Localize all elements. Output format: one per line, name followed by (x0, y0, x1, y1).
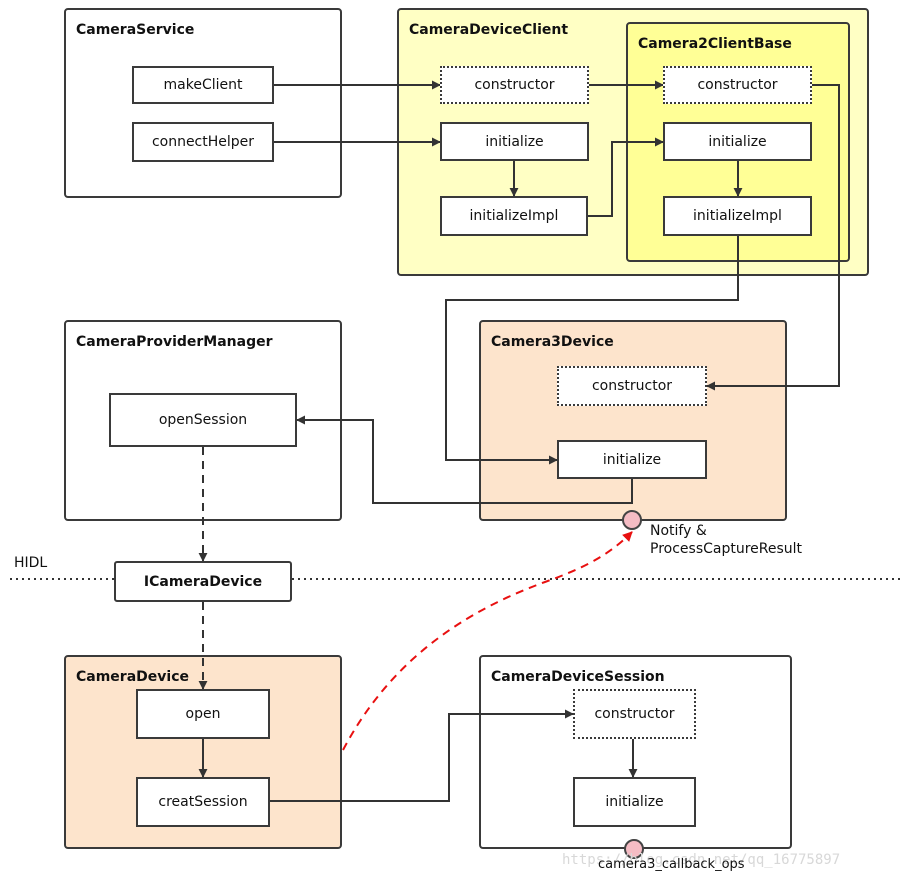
c2cb-initialize-impl-node: initializeImpl (663, 196, 812, 236)
notify-label-line1: Notify & (650, 523, 707, 539)
cds-constructor-node: constructor (573, 689, 696, 739)
edge-c2cb-constructor-to-c3d-constructor (706, 84, 840, 391)
open-session-node: openSession (109, 393, 297, 447)
icamera-device-node: ICameraDevice (114, 561, 292, 602)
callback-ops-label: camera3_callback_ops (598, 857, 745, 872)
open-node: open (136, 689, 270, 739)
c2cb-initialize-node: initialize (663, 122, 812, 161)
notify-label-line2: ProcessCaptureResult (650, 541, 803, 557)
edge-creatsession-to-cds-constructor (269, 709, 574, 802)
camera2-client-base-title: Camera2ClientBase (638, 36, 792, 52)
c3d-initialize-node: initialize (557, 440, 707, 479)
callback-dashed-arc (342, 531, 633, 751)
edge-cdc-initializeimpl-to-c2cb-initialize (588, 137, 664, 217)
cds-initialize-node: initialize (573, 777, 696, 827)
callback-port-icon (624, 839, 644, 859)
cdc-initialize-node: initialize (440, 122, 589, 161)
cdc-constructor-node: constructor (440, 66, 589, 104)
connect-helper-node: connectHelper (132, 122, 274, 162)
camera-device-title: CameraDevice (76, 669, 189, 685)
camera-service-group: CameraService (64, 8, 342, 198)
creat-session-node: creatSession (136, 777, 270, 827)
c3d-constructor-node: constructor (557, 366, 707, 406)
camera-device-client-title: CameraDeviceClient (409, 22, 569, 38)
camera-provider-manager-title: CameraProviderManager (76, 334, 273, 350)
c2cb-constructor-node: constructor (663, 66, 812, 104)
camera3-device-group: Camera3Device (479, 320, 787, 521)
camera-device-session-title: CameraDeviceSession (491, 669, 665, 685)
camera3-device-title: Camera3Device (491, 334, 614, 350)
edge-c2cb-initializeimpl-to-c3d-initialize (445, 236, 739, 465)
watermark-text: https://blog.csdn.net/qq_16775897 (562, 852, 841, 868)
edge-c3d-initialize-to-opensession (296, 415, 633, 504)
hidl-label: HIDL (14, 555, 48, 571)
make-client-node: makeClient (132, 66, 274, 104)
cdc-initialize-impl-node: initializeImpl (440, 196, 588, 236)
notify-port-icon (622, 510, 642, 530)
camera-service-title: CameraService (76, 22, 195, 38)
